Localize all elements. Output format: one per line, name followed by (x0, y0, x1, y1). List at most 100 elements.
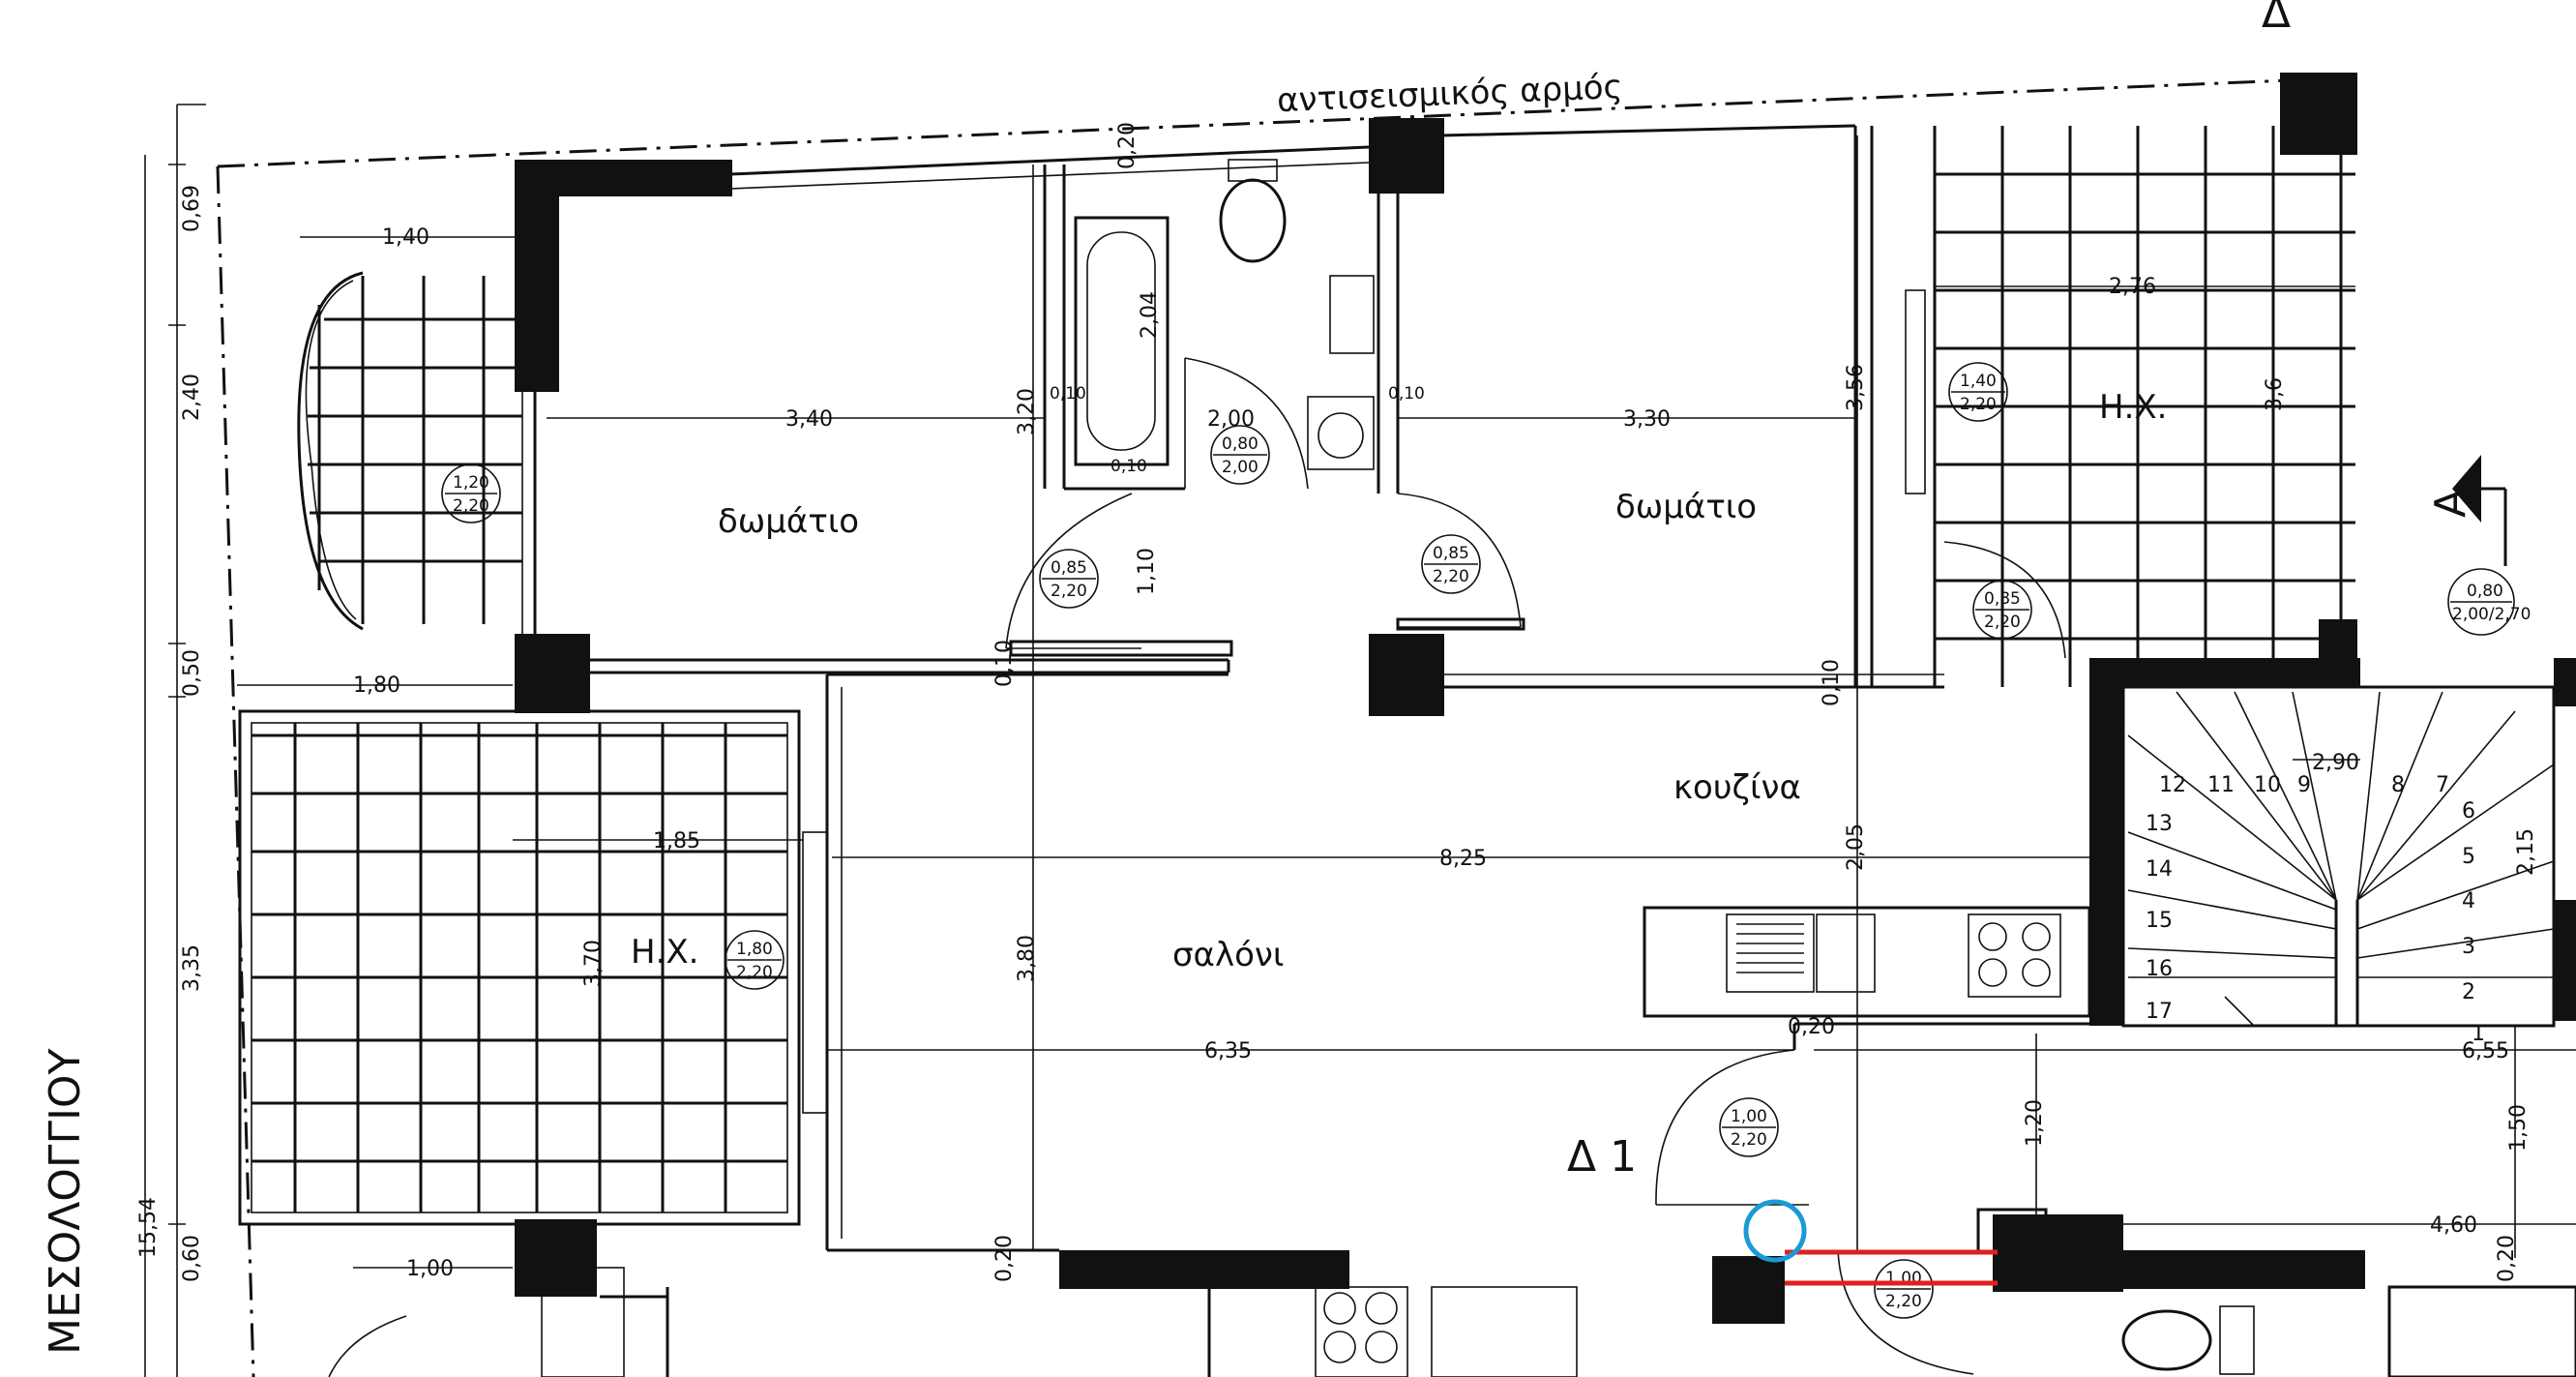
room-label-kitchen: κουζίνα (1673, 768, 1801, 807)
stair-2: 2 (2462, 980, 2475, 1004)
street-label: ΜΕΣΟΛΟΓΓΙΟΥ (41, 1048, 90, 1355)
stair-6: 6 (2462, 799, 2475, 823)
dim-0-10-a: 0,10 (992, 640, 1017, 687)
door-terrace-bottom: 2,20 (1984, 613, 2021, 632)
dim-6-55: 6,55 (2462, 1039, 2509, 1063)
dim-3-56: 3,56 (1844, 364, 1868, 411)
room-label-hx-left: Η.Χ. (631, 933, 698, 972)
door-room1-bottom: 2,20 (1051, 582, 1087, 601)
door-hx-top-top: 1,40 (1960, 372, 1997, 391)
door-entrance-bottom: 2,20 (1731, 1130, 1767, 1150)
seismic-joint-label: αντισεισμικός αρμός (1276, 68, 1623, 120)
dim-0-60: 0,60 (180, 1235, 204, 1282)
door-hx-left-top: 1,80 (736, 940, 773, 959)
door-left-bottom: 2,20 (453, 496, 489, 516)
left-balcony-tiles (308, 276, 522, 624)
door-room2-bottom: 2,20 (1433, 567, 1469, 586)
dim-1-10: 1,10 (1135, 548, 1159, 595)
left-dimension-lines: 0,69 2,40 0,50 3,35 15,54 0,60 ΜΕΣΟΛΟΓΓΙ… (41, 104, 206, 1377)
dim-0-10-c: 0,10 (1050, 384, 1086, 404)
stair-8: 8 (2391, 773, 2405, 797)
stair-11: 11 (2207, 773, 2235, 797)
door-labels: 0,80 2,00 0,85 2,20 0,85 2,20 1,40 2,20 … (725, 362, 2531, 1319)
stair-14: 14 (2146, 857, 2173, 882)
stair-7: 7 (2436, 773, 2449, 797)
stair-9: 9 (2297, 773, 2311, 797)
section-mark-top: Δ (2262, 0, 2291, 38)
door-terrace-top: 0,85 (1984, 589, 2021, 609)
dim-0-20-top: 0,20 (1115, 122, 1140, 169)
dim-1-00: 1,00 (406, 1257, 454, 1281)
dim-3-70: 3,70 (581, 940, 606, 987)
door-room1-top: 0,85 (1051, 558, 1087, 578)
room-label-left: δωμάτιο (718, 502, 859, 541)
dim-3-40: 3,40 (785, 407, 833, 432)
dim-1-50: 1,50 (2506, 1104, 2531, 1152)
dim-2-04: 2,04 (1138, 291, 1162, 339)
door-bath-bottom: 2,00 (1222, 458, 1258, 477)
stair-12: 12 (2159, 773, 2186, 797)
dim-2-15: 2,15 (2514, 828, 2538, 876)
dim-2-40: 2,40 (180, 374, 204, 421)
room-label-right: δωμάτιο (1615, 488, 1757, 526)
walls (515, 73, 2576, 1324)
room-label-entrance: Δ 1 (1567, 1132, 1637, 1182)
dim-0-20-right: 0,20 (2495, 1235, 2519, 1282)
stair-10: 10 (2254, 773, 2281, 797)
room-names: δωμάτιο δωμάτιο κουζίνα σαλόνι Η.Χ. Η.Χ.… (631, 0, 2507, 1182)
door-entrance-top: 1,00 (1731, 1107, 1767, 1126)
dim-3-35: 3,35 (180, 944, 204, 992)
dim-0-10-b: 0,10 (1820, 659, 1844, 706)
dim-0-20-mid: 0,20 (1788, 1015, 1835, 1039)
dim-0-10-d: 0,10 (1388, 384, 1425, 404)
dim-15-54: 15,54 (136, 1197, 161, 1258)
door-neighbor-bottom: 2,20 (1885, 1292, 1922, 1311)
dim-8-25: 8,25 (1439, 847, 1487, 871)
room-outlines (238, 124, 2576, 1377)
door-left-top: 1,20 (453, 473, 489, 493)
door-room2-top: 0,85 (1433, 544, 1469, 563)
interior-dimensions: 3,40 2,00 3,30 3,20 3,80 2,04 0,20 1,10 … (237, 122, 2576, 1282)
stair-16: 16 (2146, 957, 2173, 981)
stair-17: 17 (2146, 1000, 2173, 1024)
dim-3-20: 3,20 (1015, 388, 1039, 435)
dim-1-80: 1,80 (353, 674, 400, 698)
door-hx-top-bottom: 2,20 (1960, 395, 1997, 414)
door-hx-left-bottom: 2,20 (736, 963, 773, 982)
annotation-highlights (1743, 1199, 1998, 1286)
stair-4: 4 (2462, 889, 2475, 913)
dim-3-80: 3,80 (1015, 935, 1039, 982)
door-bath-top: 0,80 (1222, 434, 1258, 454)
room-label-hx-top: Η.Χ. (2099, 388, 2167, 427)
room-label-living: σαλόνι (1172, 936, 1284, 974)
stair-3: 3 (2462, 935, 2475, 959)
door-stair-bottom: 2,00/2,70 (2452, 605, 2531, 624)
blue-circle-marker (1743, 1199, 1807, 1263)
sink-grill (1736, 923, 1804, 973)
dim-2-00: 2,00 (1207, 407, 1255, 432)
stair-1: 1 (2472, 1022, 2485, 1046)
dim-4-60: 4,60 (2430, 1213, 2477, 1238)
dim-6-35: 6,35 (1204, 1039, 1252, 1063)
staircase: 12 11 10 9 8 7 6 5 4 3 2 1 13 14 15 16 1… (2121, 685, 2556, 1046)
dim-0-69: 0,69 (180, 185, 204, 232)
dim-3-30: 3,30 (1623, 407, 1671, 432)
dim-2-05: 2,05 (1844, 823, 1868, 871)
dim-0-10-e: 0,10 (1110, 457, 1147, 476)
dim-1-85: 1,85 (653, 829, 700, 853)
door-swings (1005, 357, 2066, 1375)
stair-15: 15 (2146, 909, 2173, 933)
dim-1-20: 1,20 (2023, 1099, 2047, 1147)
dim-0-50: 0,50 (180, 649, 204, 697)
dim-0-20-bottom: 0,20 (992, 1235, 1017, 1282)
left-upper-balcony: 1,40 1,20 2,20 (297, 225, 522, 631)
stair-5: 5 (2462, 845, 2475, 869)
stair-13: 13 (2146, 812, 2173, 836)
dim-1-40: 1,40 (382, 225, 429, 250)
door-stair-top: 0,80 (2467, 582, 2503, 601)
terrace-tiles (252, 126, 2355, 1377)
dim-2-90: 2,90 (2312, 751, 2359, 775)
dim-2-76: 2,76 (2109, 275, 2156, 299)
dim-3-6: 3,6 (2263, 377, 2287, 411)
